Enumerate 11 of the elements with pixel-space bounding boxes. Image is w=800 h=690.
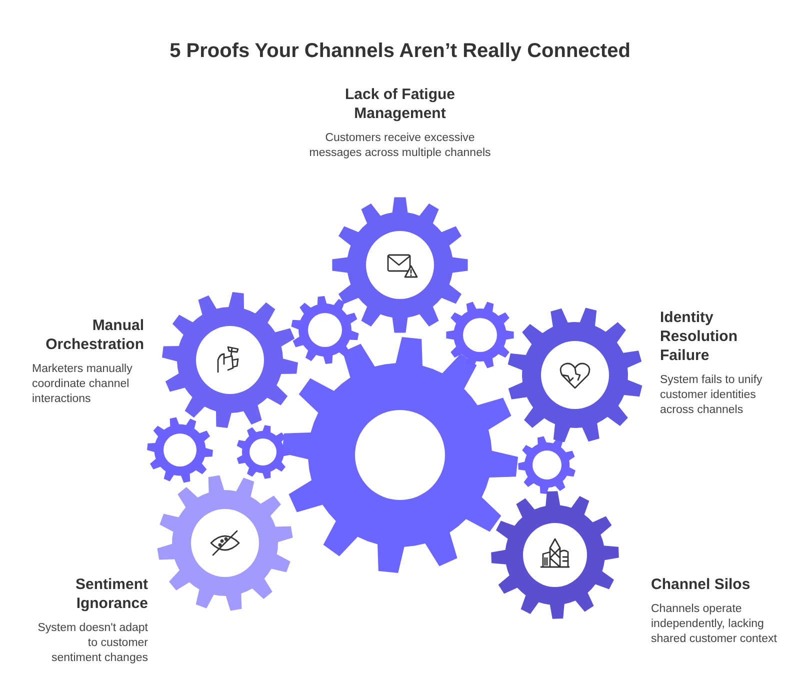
- description: Customers receive excessive messages across multiple channels: [308, 131, 492, 161]
- description: System fails to unify customer identities across channels: [660, 373, 764, 418]
- description: Channels operate independently, lacking shared customer context: [651, 602, 778, 647]
- heading: Sentiment Ignorance: [74, 575, 148, 613]
- description: System doesn't adapt to customer sentiment changes: [36, 621, 148, 666]
- heading: Manual Orchestration: [44, 316, 144, 354]
- heading: Lack of Fatigue Management: [344, 85, 456, 123]
- heading: Channel Silos: [651, 575, 752, 594]
- description: Marketers manually coordinate channel interactions: [32, 362, 134, 407]
- heading: Identity Resolution Failure: [660, 308, 738, 365]
- title: 5 Proofs Your Channels Aren’t Really Connected: [168, 40, 632, 63]
